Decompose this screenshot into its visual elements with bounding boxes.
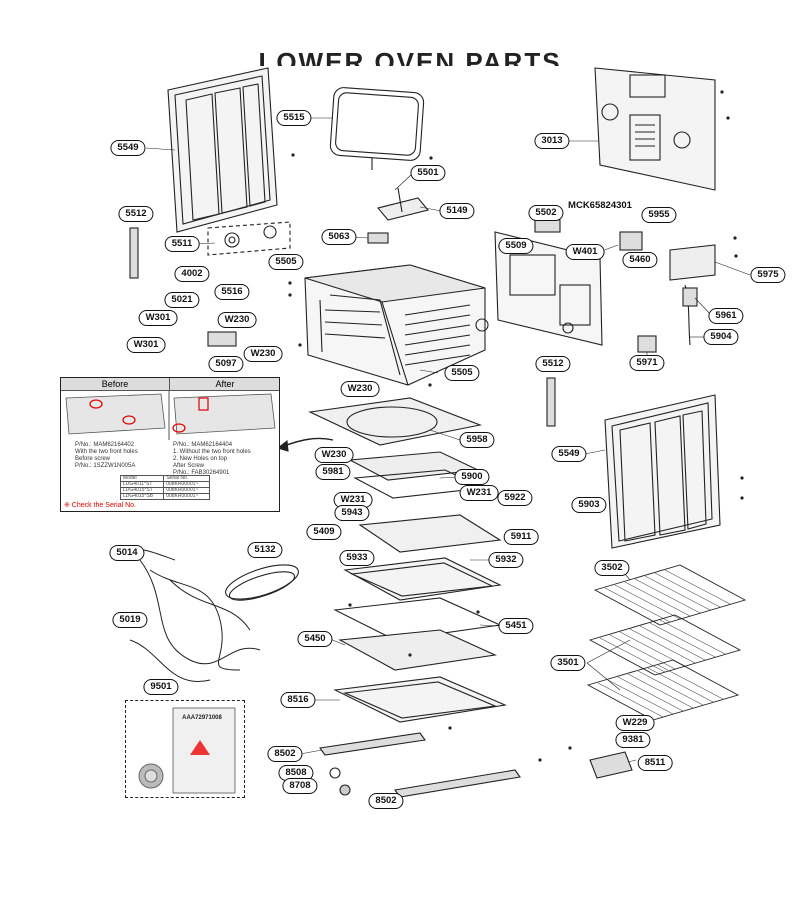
diagram-title: LOWER OVEN PARTS <box>258 47 562 66</box>
callout-w230c: W230 <box>340 381 380 397</box>
callout-5502: 5502 <box>528 205 564 221</box>
callout-8502b: 8502 <box>368 793 404 809</box>
serial-change-inset: Before After P/No.: MAM62164402 With the… <box>60 377 280 512</box>
rear-panel <box>594 67 716 191</box>
callout-5149: 5149 <box>439 203 475 219</box>
callout-5981: 5981 <box>315 464 351 480</box>
callout-8516: 8516 <box>280 692 316 708</box>
callout-w230a: W230 <box>217 312 257 328</box>
left-side-panel <box>167 67 278 233</box>
callout-5505a: 5505 <box>268 254 304 270</box>
callout-w301b: W301 <box>126 337 166 353</box>
callout-5961: 5961 <box>708 308 744 324</box>
power-cable <box>225 564 299 601</box>
callout-mck: MCK65824301 <box>568 200 632 211</box>
callout-5132: 5132 <box>247 542 283 558</box>
kit-part-code: AAA72971008 <box>182 715 222 721</box>
callout-5512a: 5512 <box>118 206 154 222</box>
serial-note: ※ Check the Serial No. <box>64 502 137 509</box>
callout-5019: 5019 <box>112 612 148 628</box>
callout-8511: 8511 <box>637 755 673 771</box>
base-frame <box>333 676 507 723</box>
callout-5460: 5460 <box>622 252 658 268</box>
callout-9381: 9381 <box>615 732 651 748</box>
after-heading: After <box>169 378 279 391</box>
callout-5014: 5014 <box>109 545 145 561</box>
callout-9501: 9501 <box>143 679 179 695</box>
callout-5516: 5516 <box>214 284 250 300</box>
oven-cavity <box>304 264 489 386</box>
callout-5933: 5933 <box>339 550 375 566</box>
callout-3502: 3502 <box>594 560 630 576</box>
callout-w230b: W230 <box>243 346 283 362</box>
callout-5549b: 5549 <box>551 446 587 462</box>
callout-5512b: 5512 <box>535 356 571 372</box>
callout-w229: W229 <box>615 715 655 731</box>
callout-5971: 5971 <box>629 355 665 371</box>
callout-3013: 3013 <box>534 133 570 149</box>
callout-5511: 5511 <box>164 236 200 252</box>
window-frame <box>329 87 425 170</box>
callout-5021: 5021 <box>164 292 200 308</box>
callout-5943: 5943 <box>334 505 370 521</box>
callout-5063: 5063 <box>321 229 357 245</box>
callout-3501: 3501 <box>550 655 586 671</box>
callout-5515: 5515 <box>276 110 312 126</box>
table-cell: LDG4015*SB <box>119 493 165 500</box>
before-heading: Before <box>61 378 169 391</box>
callout-5509: 5509 <box>498 238 534 254</box>
callout-5501: 5501 <box>410 165 446 181</box>
lamp-parts <box>207 221 291 256</box>
callout-5975: 5975 <box>750 267 786 283</box>
callout-5097: 5097 <box>208 356 244 372</box>
after-description: P/No.: MAM62164404 1. Without the two fr… <box>173 442 251 476</box>
oven-racks <box>586 564 747 721</box>
callout-5451: 5451 <box>498 618 534 634</box>
callout-w231b: W231 <box>459 485 499 501</box>
callout-4002: 4002 <box>174 266 210 282</box>
callout-5922: 5922 <box>497 490 533 506</box>
callout-5911: 5911 <box>503 529 539 545</box>
right-side-panel <box>604 394 721 549</box>
before-description: P/No.: MAM62164402 With the two front ho… <box>75 442 138 469</box>
bottom-plate <box>308 397 482 446</box>
callout-5932: 5932 <box>488 552 524 568</box>
callout-5409: 5409 <box>306 524 342 540</box>
callout-8708: 8708 <box>282 778 318 794</box>
callout-5955: 5955 <box>641 207 677 223</box>
rear-control-panel <box>494 231 603 346</box>
bracket <box>377 197 429 221</box>
callout-5900: 5900 <box>454 469 490 485</box>
inset-artwork <box>65 390 276 440</box>
callout-w230d: W230 <box>314 447 354 463</box>
callout-5549a: 5549 <box>110 140 146 156</box>
installation-kit-frame <box>125 700 245 798</box>
callout-5958: 5958 <box>459 432 495 448</box>
callout-5505b: 5505 <box>444 365 480 381</box>
callout-5450: 5450 <box>297 631 333 647</box>
installation-kit-artwork <box>138 707 236 794</box>
callout-w301a: W301 <box>138 310 178 326</box>
callout-5904: 5904 <box>703 329 739 345</box>
callout-8502a: 8502 <box>267 746 303 762</box>
callout-5903: 5903 <box>571 497 607 513</box>
callout-w401: W401 <box>565 244 605 260</box>
table-cell: 008KR00001~ <box>163 493 210 500</box>
